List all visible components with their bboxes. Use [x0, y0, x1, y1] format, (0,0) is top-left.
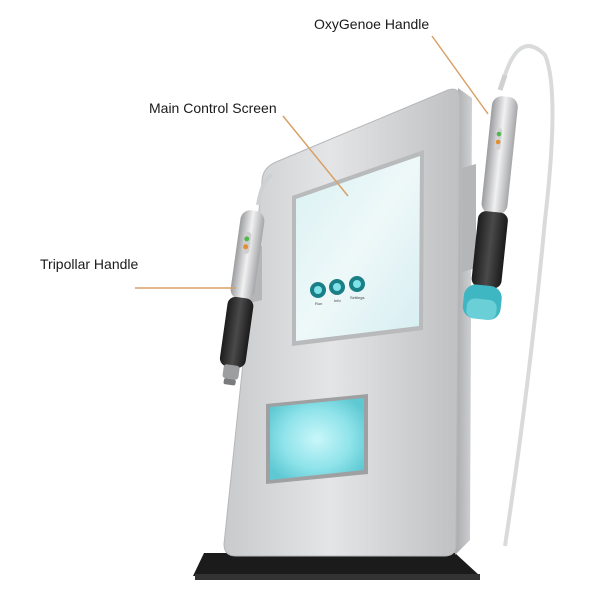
screen-button-info-label: Info [334, 298, 341, 303]
main-control-screen: Run Info Settings [292, 150, 424, 346]
oxygenoe-handle-label: OxyGenoe Handle [314, 16, 430, 32]
callout-lines [135, 35, 489, 289]
right-holder [462, 164, 476, 272]
screen-button-run-label: Run [315, 301, 322, 306]
oxygenoe-handle [462, 96, 518, 320]
tripollar-handle-label: Tripollar Handle [40, 256, 139, 272]
oxygenoe-cable [503, 44, 555, 547]
tripollar-handle [219, 210, 265, 386]
screen-button-settings-label: Settings [350, 295, 364, 300]
device-base [193, 553, 480, 580]
main-control-screen-label: Main Control Screen [149, 100, 277, 116]
tripollar-cable [256, 173, 274, 206]
light-panel [266, 394, 368, 484]
